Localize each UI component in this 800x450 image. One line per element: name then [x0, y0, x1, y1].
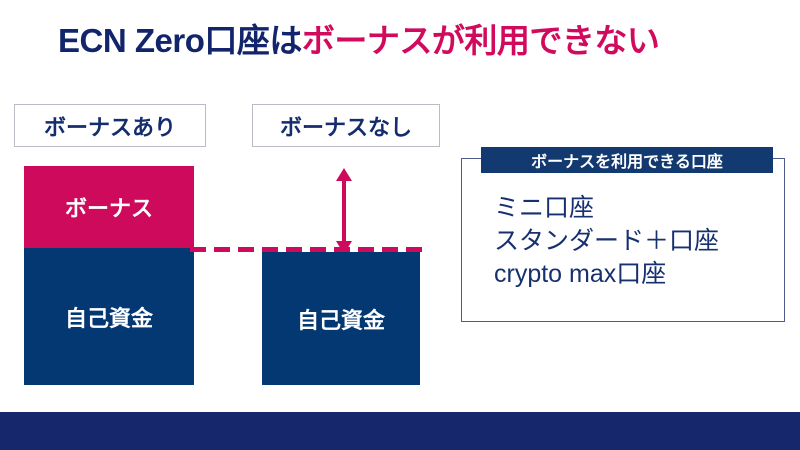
column-label-without-bonus: ボーナスなし — [252, 104, 440, 147]
eligible-accounts-header: ボーナスを利用できる口座 — [481, 147, 773, 173]
eligible-accounts-list: ミニ口座 スタンダード＋口座 crypto max口座 — [494, 192, 784, 291]
list-item: ミニ口座 — [494, 194, 595, 222]
column-label-with-bonus: ボーナスあり — [14, 104, 206, 147]
list-item: crypto max口座 — [494, 260, 667, 288]
gap-double-arrow-icon — [336, 168, 352, 254]
title-segment-crimson: ボーナスが利用できない — [301, 22, 660, 59]
list-item: スタンダード＋口座 — [494, 227, 720, 255]
bottom-accent-bar — [0, 412, 800, 450]
reference-dashed-line — [190, 247, 426, 252]
page-title: ECN Zero口座はボーナスが利用できない — [58, 20, 660, 63]
bar-segment-bonus: ボーナス — [24, 166, 194, 248]
bar-segment-own-funds-without-bonus: 自己資金 — [262, 252, 420, 385]
bar-segment-own-funds-with-bonus: 自己資金 — [24, 248, 194, 385]
title-segment-navy: ECN Zero口座は — [58, 22, 302, 59]
